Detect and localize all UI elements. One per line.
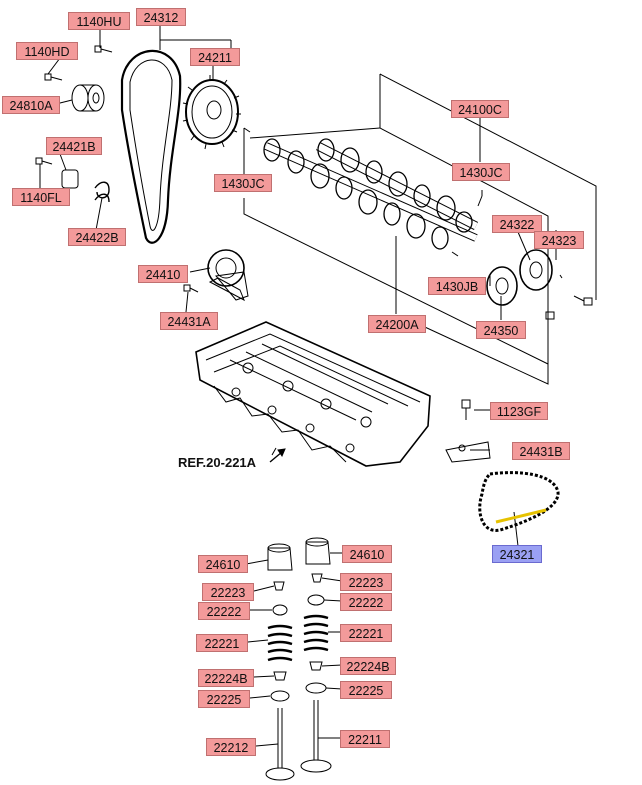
part-label-1140hu[interactable]: 1140HU xyxy=(68,12,130,30)
camshafts-drawing xyxy=(263,138,479,250)
part-label-1140fl[interactable]: 1140FL xyxy=(12,188,70,206)
part-label-22212[interactable]: 22212 xyxy=(206,738,256,756)
chain-guide-drawing xyxy=(445,399,491,463)
part-label-22224b-right[interactable]: 22224B xyxy=(340,657,396,675)
part-label-1430jb[interactable]: 1430JB xyxy=(428,277,486,295)
part-label-22223-left[interactable]: 22223 xyxy=(202,583,254,601)
part-label-24431a[interactable]: 24431A xyxy=(160,312,218,330)
part-label-22221-right[interactable]: 22221 xyxy=(340,624,392,642)
part-label-24422b[interactable]: 24422B xyxy=(68,228,126,246)
part-label-22211[interactable]: 22211 xyxy=(340,730,390,748)
timing-chain-drawing xyxy=(478,471,560,532)
part-label-22222-right[interactable]: 22222 xyxy=(340,593,392,611)
part-label-22223-right[interactable]: 22223 xyxy=(340,573,392,591)
reference-note: REF.20-221A xyxy=(178,455,257,470)
valve-leader-lines xyxy=(245,552,343,747)
part-label-24322[interactable]: 24322 xyxy=(492,215,542,233)
valve-train-right xyxy=(300,537,332,773)
part-label-24200a[interactable]: 24200A xyxy=(368,315,426,333)
ref-arrow xyxy=(269,448,286,463)
bolts-drawing xyxy=(35,45,199,293)
part-label-24100c[interactable]: 24100C xyxy=(451,100,509,118)
part-label-24431b[interactable]: 24431B xyxy=(512,442,570,460)
part-label-24410[interactable]: 24410 xyxy=(138,265,188,283)
part-label-24810a[interactable]: 24810A xyxy=(2,96,60,114)
part-label-22225-right[interactable]: 22225 xyxy=(340,681,392,699)
part-label-22222-left[interactable]: 22222 xyxy=(198,602,250,620)
part-label-24211[interactable]: 24211 xyxy=(190,48,240,66)
cam-sprocket-drawing xyxy=(182,75,241,150)
part-label-22224b-left[interactable]: 22224B xyxy=(198,669,254,687)
part-label-24610-left[interactable]: 24610 xyxy=(198,555,248,573)
part-label-1123gf[interactable]: 1123GF xyxy=(490,402,548,420)
part-label-24610-right[interactable]: 24610 xyxy=(342,545,392,563)
part-label-24421b[interactable]: 24421B xyxy=(46,137,102,155)
part-label-22221-left[interactable]: 22221 xyxy=(196,634,248,652)
part-label-1430jc-right[interactable]: 1430JC xyxy=(452,163,510,181)
tensioner-drawing xyxy=(61,169,249,302)
cam-gears-drawing xyxy=(243,127,593,320)
timing-belt-drawing xyxy=(120,49,182,244)
part-label-22225-left[interactable]: 22225 xyxy=(198,690,250,708)
part-label-24312[interactable]: 24312 xyxy=(136,8,186,26)
part-label-24323[interactable]: 24323 xyxy=(534,231,584,249)
cylinder-head-drawing xyxy=(195,321,431,467)
part-label-1140hd[interactable]: 1140HD xyxy=(16,42,78,60)
part-label-24350[interactable]: 24350 xyxy=(476,321,526,339)
part-label-24321[interactable]: 24321 xyxy=(492,545,542,563)
camshaft-box-outline xyxy=(243,73,597,385)
valve-train-left xyxy=(265,543,295,781)
part-label-1430jc-left[interactable]: 1430JC xyxy=(214,174,272,192)
idler-pulley-drawing xyxy=(71,84,105,112)
